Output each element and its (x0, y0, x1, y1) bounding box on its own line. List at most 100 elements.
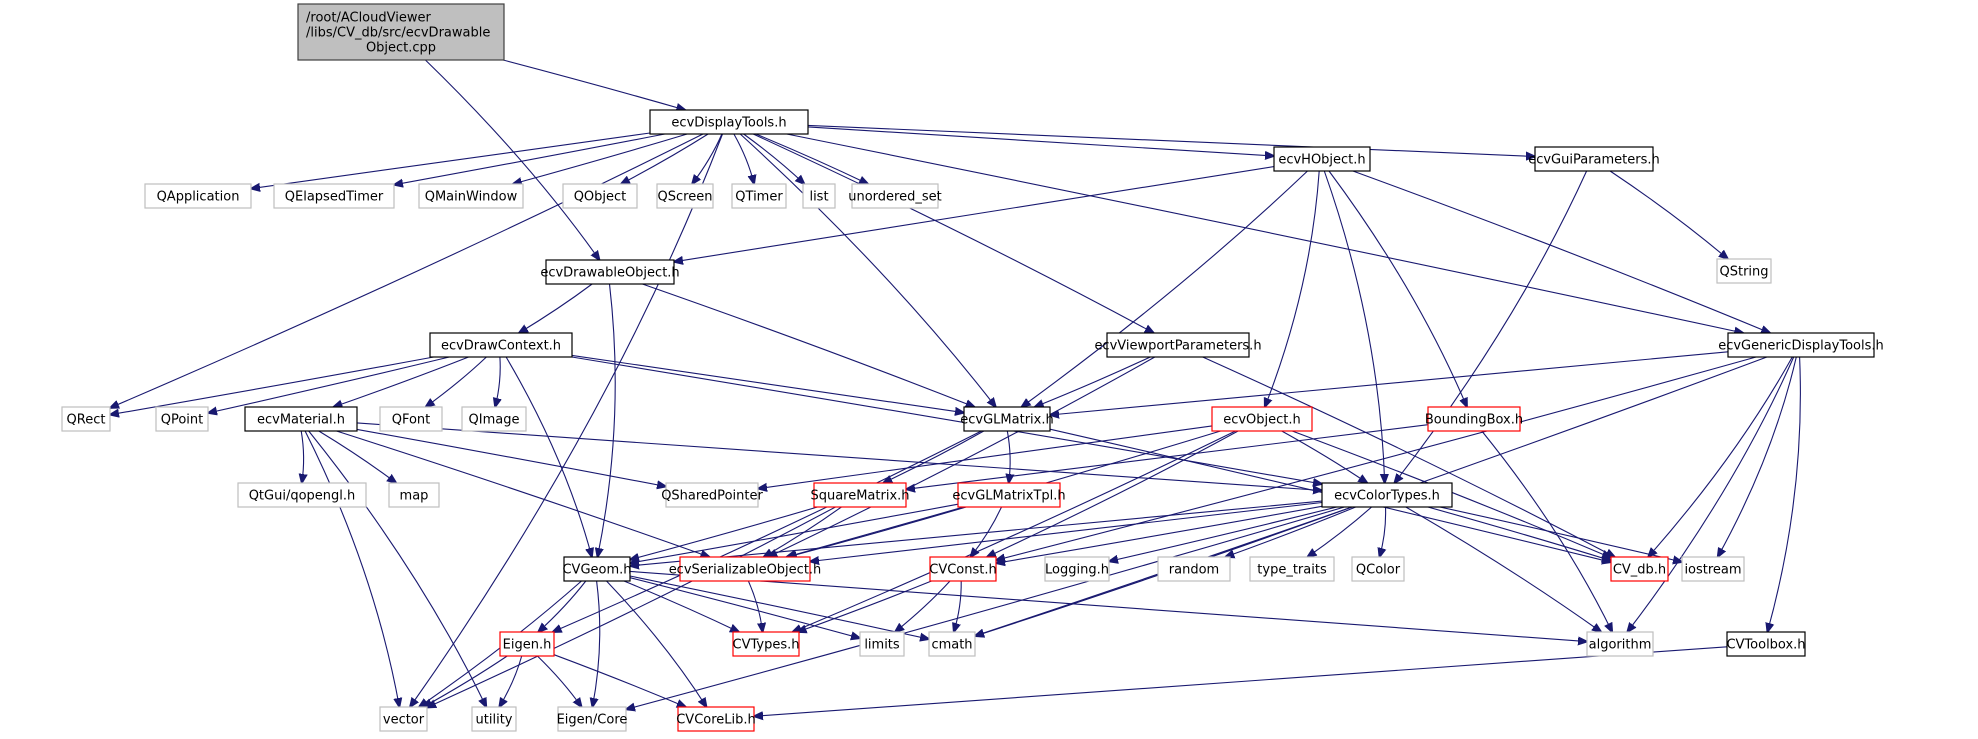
node-label: unordered_set (848, 190, 941, 205)
edge-ecvColorTypes-to-QColor (1380, 506, 1386, 557)
edge-ecvSerializableObject-to-CVTypes (747, 580, 762, 632)
edge-ecvColorTypes-to-CVGeom (630, 500, 1323, 566)
edge-ecvColorTypes-to-CV_db (1427, 506, 1611, 561)
node-box (963, 406, 1051, 432)
node-ecvGLMatrixTpl[interactable]: ecvGLMatrixTpl.h (952, 482, 1066, 508)
edge-ecvDisplayTools-to-vector (410, 133, 724, 707)
edge-ecvDrawableObject-to-ecvGLMatrix (642, 283, 974, 407)
node-box (61, 406, 111, 432)
node-ecvGLMatrix[interactable]: ecvGLMatrix.h (960, 406, 1054, 432)
node-box (1321, 482, 1453, 508)
node-CVCoreLib[interactable]: CVCoreLib.h (676, 706, 756, 732)
node-ecvColorTypes[interactable]: ecvColorTypes.h (1321, 482, 1453, 508)
node-vector: vector (379, 706, 428, 732)
node-label: QObject (574, 190, 627, 205)
node-label: ecvGenericDisplayTools.h (1718, 339, 1884, 354)
node-label: QMainWindow (425, 190, 518, 205)
node-map: map (388, 482, 440, 508)
edge-CVConst-to-cmath (954, 580, 962, 632)
node-ecvObject[interactable]: ecvObject.h (1211, 406, 1313, 432)
edge-ecvDrawableObject-to-CVGeom (598, 283, 616, 557)
node-CV_db[interactable]: CV_db.h (1610, 556, 1669, 582)
edge-ecvDisplayTools-to-QApplication (251, 132, 651, 189)
edge-Eigen-to-vector (423, 655, 508, 707)
node-box (1106, 332, 1250, 358)
node-box (273, 183, 395, 209)
edge-ecvDisplayTools-to-QElapsedTimer (394, 133, 666, 185)
edge-ecvHObject-to-ecvGenericDisplayTools (1352, 170, 1770, 333)
node-CVConst[interactable]: CVConst.h (929, 556, 997, 582)
edge-ecvColorTypes-to-EigenCore (626, 506, 1345, 709)
edge-ecvGenericDisplayTools-to-algorithm (1627, 356, 1795, 632)
node-CVToolbox[interactable]: CVToolbox.h (1726, 631, 1806, 657)
node-label: algorithm (1589, 638, 1652, 653)
node-ecvDrawContext[interactable]: ecvDrawContext.h (429, 332, 573, 358)
node-label: ecvViewportParameters.h (1094, 339, 1261, 354)
node-box (1273, 146, 1371, 172)
edge-ecvColorTypes-to-algorithm (1405, 506, 1601, 632)
node-ecvSerializableObject[interactable]: ecvSerializableObject.h (669, 556, 822, 582)
edge-CVGeom-to-CVCoreLib (606, 580, 707, 707)
node-box (297, 3, 505, 61)
edge-ecvGenericDisplayTools-to-CV_db (1648, 356, 1793, 557)
node-SquareMatrix[interactable]: SquareMatrix.h (810, 482, 910, 508)
edge-ecvHObject-to-ecvColorTypes (1323, 170, 1384, 483)
node-root[interactable]: /root/ACloudViewer/libs/CV_db/src/ecvDra… (297, 3, 505, 61)
edge-ecvColorTypes-to-Logging (1109, 506, 1337, 561)
node-ecvGenericDisplayTools[interactable]: ecvGenericDisplayTools.h (1718, 332, 1884, 358)
node-box (155, 406, 209, 432)
node-label: ecvGLMatrix.h (960, 413, 1053, 428)
node-Eigen[interactable]: Eigen.h (499, 631, 555, 657)
node-box (144, 183, 252, 209)
node-label: Eigen/Core (557, 713, 628, 728)
node-label: CVConst.h (929, 563, 996, 578)
node-label: ecvGLMatrixTpl.h (952, 489, 1065, 504)
node-box (677, 706, 755, 732)
node-QString: QString (1716, 258, 1772, 284)
edge-root-to-ecvDisplayTools (502, 59, 685, 110)
node-label: BoundingBox.h (1425, 413, 1523, 428)
node-box (665, 482, 759, 508)
node-Logging: Logging.h (1044, 556, 1110, 582)
node-label: QString (1719, 265, 1768, 280)
node-ecvMaterial[interactable]: ecvMaterial.h (244, 406, 358, 432)
node-QTimer: QTimer (731, 183, 787, 209)
node-label: ecvDrawableObject.h (540, 266, 679, 281)
node-label: QColor (1356, 563, 1401, 578)
node-box (649, 109, 809, 135)
node-box (244, 406, 358, 432)
node-label: ecvMaterial.h (257, 413, 345, 428)
node-QMainWindow: QMainWindow (418, 183, 524, 209)
node-box (1044, 556, 1110, 582)
edge-ecvViewportParameters-to-ecvSerializableObject (768, 356, 1156, 557)
edge-ecvDrawContext-to-QRect (110, 356, 434, 415)
node-label: CVGeom.h (562, 563, 631, 578)
node-label: CVCoreLib.h (676, 713, 756, 728)
edge-CVGeom-to-cmath (629, 575, 929, 639)
edge-ecvColorTypes-to-type_traits (1307, 506, 1372, 557)
node-ecvGuiParameters[interactable]: ecvGuiParameters.h (1528, 146, 1660, 172)
edge-ecvColorTypes-to-random (1225, 506, 1356, 557)
edge-CVConst-to-CVTypes (798, 580, 932, 632)
node-label: utility (476, 713, 513, 728)
node-QApplication: QApplication (144, 183, 252, 209)
node-ecvDisplayTools[interactable]: ecvDisplayTools.h (649, 109, 809, 135)
node-box (1726, 631, 1806, 657)
edge-ecvDisplayTools-to-QTimer (733, 133, 754, 184)
node-CVTypes[interactable]: CVTypes.h (732, 631, 800, 657)
edge-CVGeom-to-CVTypes (623, 580, 739, 632)
edge-ecvHObject-to-ecvObject (1265, 170, 1320, 407)
node-BoundingBox[interactable]: BoundingBox.h (1425, 406, 1523, 432)
edge-ecvGuiParameters-to-ecvColorTypes (1394, 170, 1588, 483)
node-box (237, 482, 367, 508)
edge-ecvDisplayTools-to-QRect (110, 133, 704, 408)
node-ecvDrawableObject[interactable]: ecvDrawableObject.h (540, 259, 680, 285)
node-list: list (802, 183, 836, 209)
edge-ecvDrawContext-to-ecvMaterial (333, 356, 469, 407)
edge-SquareMatrix-to-CVGeom (630, 506, 818, 560)
node-ecvViewportParameters[interactable]: ecvViewportParameters.h (1094, 332, 1262, 358)
node-label: QSharedPointer (661, 489, 763, 504)
edge-ecvMaterial-to-QtGuiQopengl (301, 430, 303, 483)
node-ecvHObject[interactable]: ecvHObject.h (1273, 146, 1371, 172)
node-CVGeom[interactable]: CVGeom.h (562, 556, 632, 582)
